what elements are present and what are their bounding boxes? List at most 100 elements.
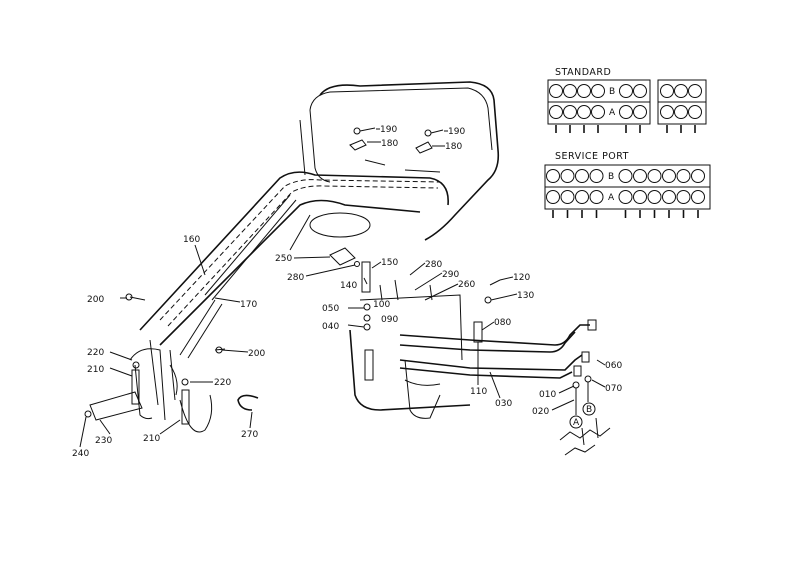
- callout-150: 150: [381, 258, 398, 268]
- callout-200-right: 200: [248, 349, 265, 359]
- boom-hydraulic-lines: [159, 179, 441, 359]
- service-port-title: SERVICE PORT: [555, 151, 629, 162]
- valve-port-circle: [549, 84, 563, 98]
- callout-090: 090: [381, 315, 398, 325]
- valve-port-circle: [691, 190, 705, 204]
- standard-valve-inset: STANDARD B A: [547, 67, 707, 133]
- port-markers: A B: [559, 402, 611, 456]
- callout-180-left: 180: [381, 139, 398, 149]
- valve-port-circle: [589, 169, 604, 183]
- valve-port-circle: [662, 169, 676, 183]
- swing-frame: [349, 261, 471, 419]
- valve-port-circle: [563, 105, 577, 119]
- callout-270: 270: [241, 430, 258, 440]
- valve-port-circle: [660, 84, 674, 98]
- callout-260: 260: [458, 280, 475, 290]
- valve-port-circle: [577, 105, 591, 119]
- callout-010: 010: [539, 390, 556, 400]
- valve-port-circle: [647, 190, 662, 204]
- service-port-valve-inset: SERVICE PORT B A: [544, 151, 711, 218]
- valve-port-circle: [577, 84, 591, 98]
- part-120: [489, 279, 501, 286]
- part-210a-body: [131, 369, 140, 405]
- valve-port-circle: [560, 169, 575, 183]
- callout-220-right: 220: [214, 378, 231, 388]
- callout-140: 140: [340, 281, 357, 291]
- part-210b-body: [181, 389, 190, 425]
- callout-020: 020: [532, 407, 549, 417]
- valve-port-circle: [575, 169, 589, 183]
- valve-port-circle: [674, 84, 688, 98]
- callout-220-left: 220: [87, 348, 104, 358]
- canopy-outline: [299, 81, 500, 241]
- valve-port-circle: [691, 169, 705, 183]
- top-fittings: [349, 127, 444, 173]
- part-130: [484, 296, 492, 304]
- marker-a-label: A: [573, 418, 580, 428]
- callout-050: 050: [322, 304, 339, 314]
- part-230-plate: [89, 391, 143, 421]
- callout-210-left: 210: [87, 365, 104, 375]
- part-270-clip: [237, 394, 259, 411]
- valve-port-circle: [633, 190, 647, 204]
- standard-port-a-label: A: [609, 108, 616, 118]
- callout-labels: 190 180 190 180 160 170 200 200 220 210 …: [72, 125, 622, 459]
- valve-port-circle: [546, 169, 560, 183]
- callout-280-right: 280: [425, 260, 442, 270]
- valve-port-circle: [688, 105, 702, 119]
- valve-port-circle: [647, 169, 662, 183]
- valve-port-circle: [688, 84, 702, 98]
- valve-port-circle: [662, 190, 676, 204]
- callout-030: 030: [495, 399, 512, 409]
- service-port-b-label: B: [608, 172, 614, 182]
- callout-200-left: 200: [87, 295, 104, 305]
- valve-port-circle: [591, 105, 605, 119]
- valve-port-circle: [676, 190, 691, 204]
- leader-lines: [79, 128, 606, 448]
- valve-port-circle: [633, 105, 647, 119]
- standard-port-b-label: B: [609, 87, 615, 97]
- valve-port-circle: [618, 169, 633, 183]
- service-port-a-label: A: [608, 193, 615, 203]
- valve-port-circle: [591, 84, 605, 98]
- valve-port-circle: [619, 84, 633, 98]
- marker-a-circle: [569, 415, 583, 429]
- valve-port-circle: [560, 190, 575, 204]
- part-250-bracket: [329, 247, 356, 266]
- marker-b-label: B: [586, 405, 592, 415]
- fitting-110-block: [473, 321, 483, 343]
- valve-port-circle: [549, 105, 563, 119]
- valve-port-circle: [619, 105, 633, 119]
- boom-outline: [139, 171, 449, 406]
- marker-b-circle: [582, 402, 596, 416]
- valve-port-circle: [546, 190, 560, 204]
- callout-060: 060: [605, 361, 622, 371]
- standard-title: STANDARD: [555, 67, 611, 78]
- callout-080: 080: [494, 318, 511, 328]
- callout-190-left: 190: [380, 125, 397, 135]
- callout-070: 070: [605, 384, 622, 394]
- callout-160: 160: [183, 235, 200, 245]
- callout-280-left: 280: [287, 273, 304, 283]
- right-hydraulic-lines: [399, 319, 597, 415]
- valve-port-circle: [589, 190, 604, 204]
- valve-port-circle: [575, 190, 589, 204]
- callout-230: 230: [95, 436, 112, 446]
- callout-210-bottom: 210: [143, 434, 160, 444]
- callout-250: 250: [275, 254, 292, 264]
- callout-130: 130: [517, 291, 534, 301]
- callout-040: 040: [322, 322, 339, 332]
- callout-110: 110: [470, 387, 487, 397]
- callout-180-right: 180: [445, 142, 462, 152]
- callout-290: 290: [442, 270, 459, 280]
- lower-arm-parts: [84, 293, 226, 433]
- valve-port-circle: [660, 105, 674, 119]
- valve-port-circle: [633, 169, 647, 183]
- valve-port-circle: [633, 84, 647, 98]
- callout-100: 100: [373, 300, 390, 310]
- callout-240: 240: [72, 449, 89, 459]
- valve-port-circle: [618, 190, 633, 204]
- callout-170: 170: [240, 300, 257, 310]
